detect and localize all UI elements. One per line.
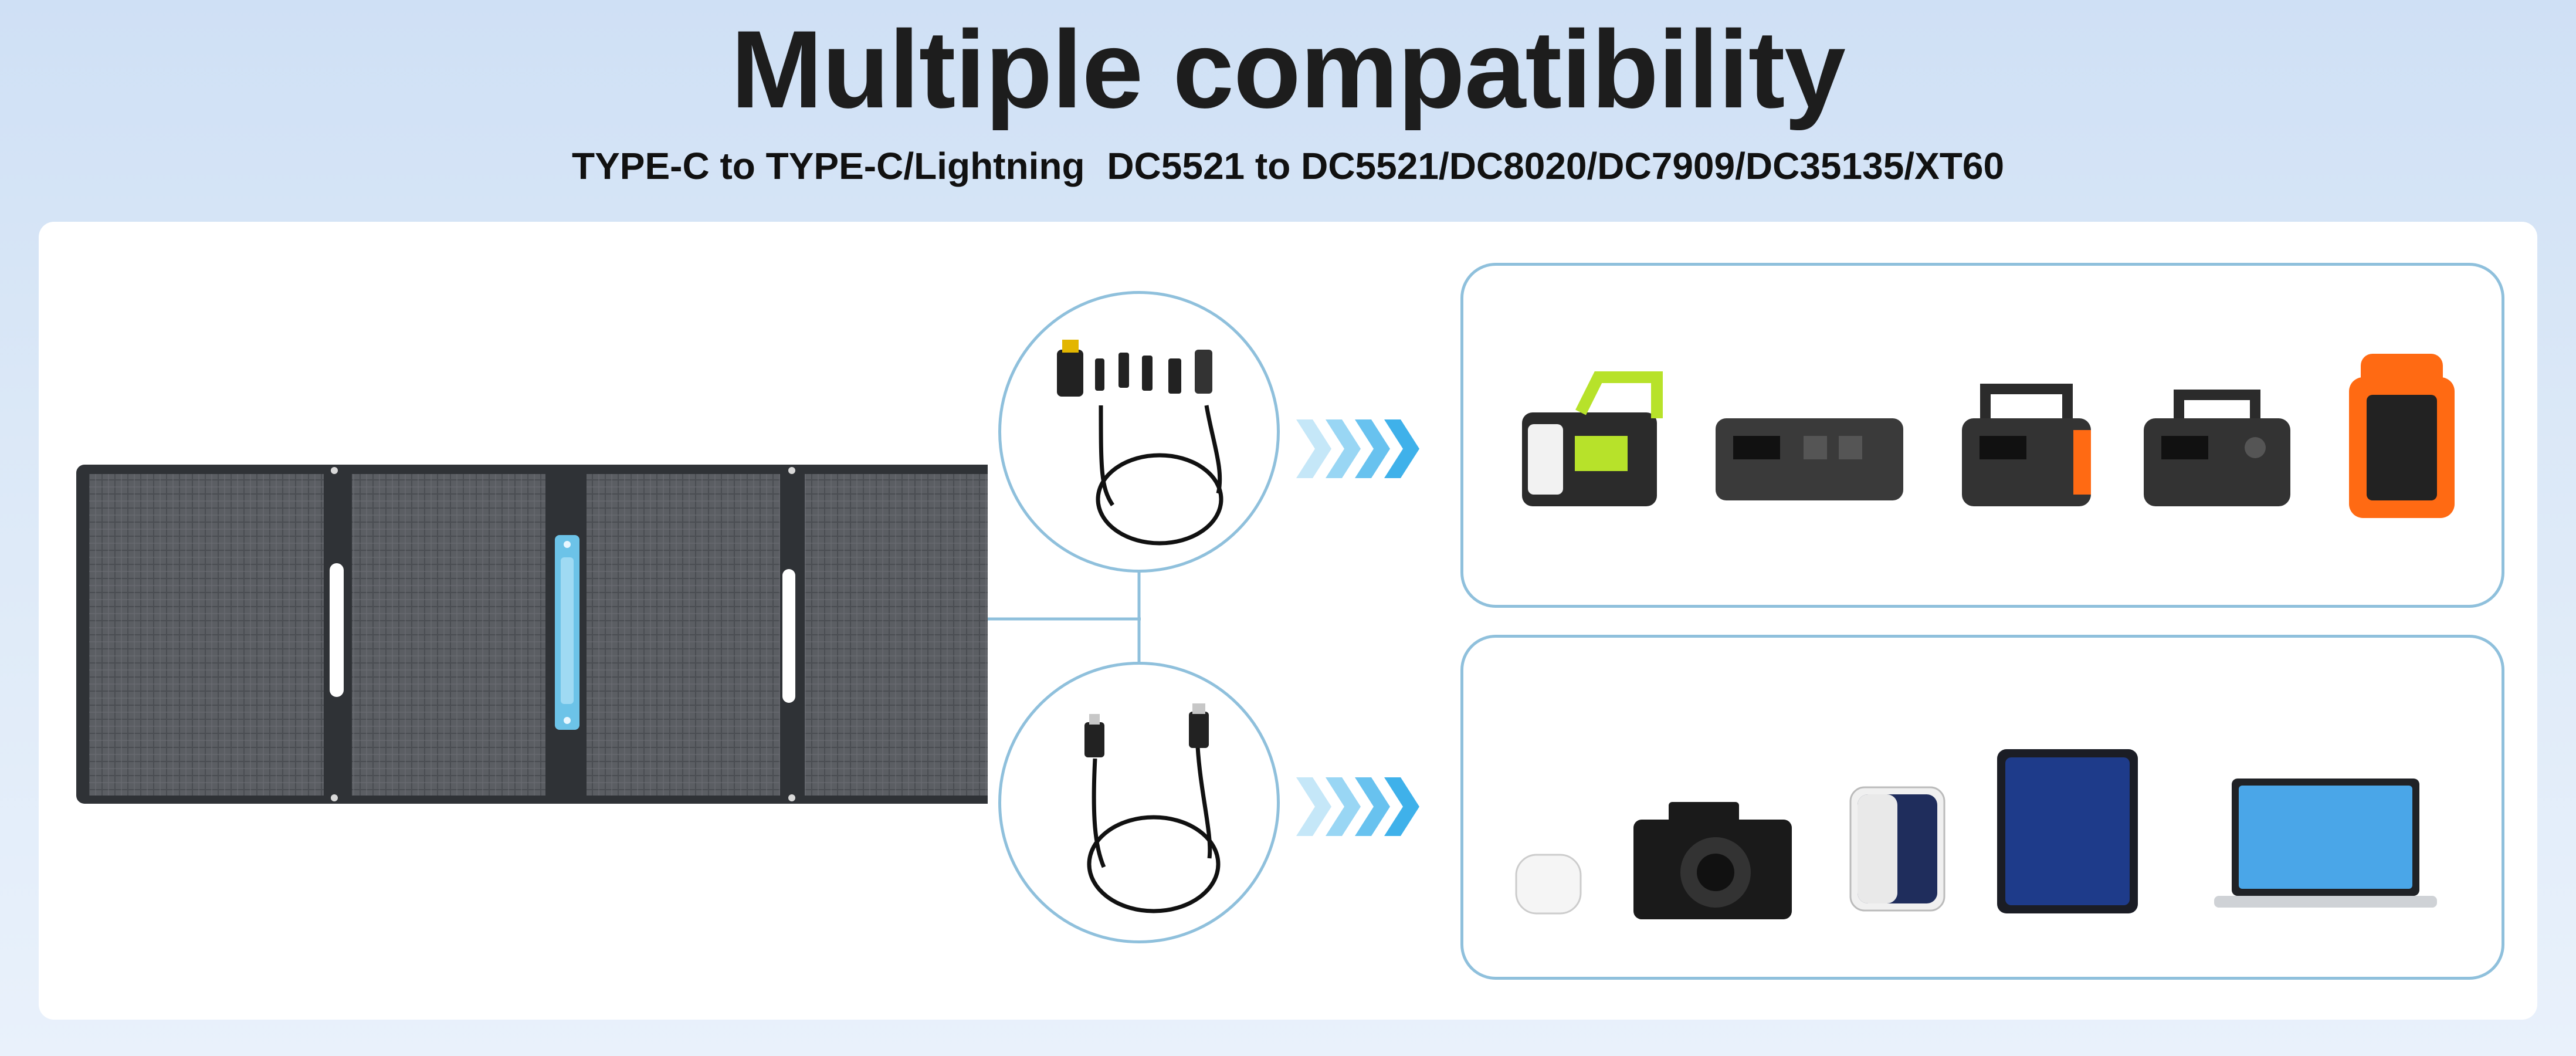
power-station-box xyxy=(1460,263,2504,608)
power-station-icon xyxy=(1962,384,2091,506)
chevrons-right-icon xyxy=(1296,419,1419,478)
smartphone-icon xyxy=(1849,786,1945,912)
power-station-icon xyxy=(1716,418,1903,500)
power-station-icon xyxy=(2349,354,2455,518)
chevrons-right-icon xyxy=(1296,777,1419,836)
portable-power-station-icon xyxy=(1522,371,1663,506)
laptop-icon xyxy=(2214,779,2437,908)
camera-icon xyxy=(1633,802,1792,919)
tablet-icon xyxy=(1997,749,2138,913)
page-subtitle: TYPE-C to TYPE-C/Lightning DC5521 to DC5… xyxy=(0,145,2576,187)
usb-cable-circle xyxy=(998,662,1280,943)
small-devices-box xyxy=(1460,635,2504,980)
solar-panel-icon xyxy=(76,465,988,804)
dc-adapter-cable-icon xyxy=(1057,340,1223,546)
earbuds-icon xyxy=(1515,854,1582,915)
page-title: Multiple compatibility xyxy=(731,8,1846,131)
dc-cable-circle xyxy=(998,291,1280,573)
usb-c-cable-icon xyxy=(1084,703,1221,913)
subtitle-usb-text: TYPE-C to TYPE-C/Lightning xyxy=(571,145,1085,187)
subtitle-dc-text: DC5521 to DC5521/DC8020/DC7909/DC35135/X… xyxy=(1107,145,2005,187)
power-station-icon xyxy=(2144,390,2290,506)
